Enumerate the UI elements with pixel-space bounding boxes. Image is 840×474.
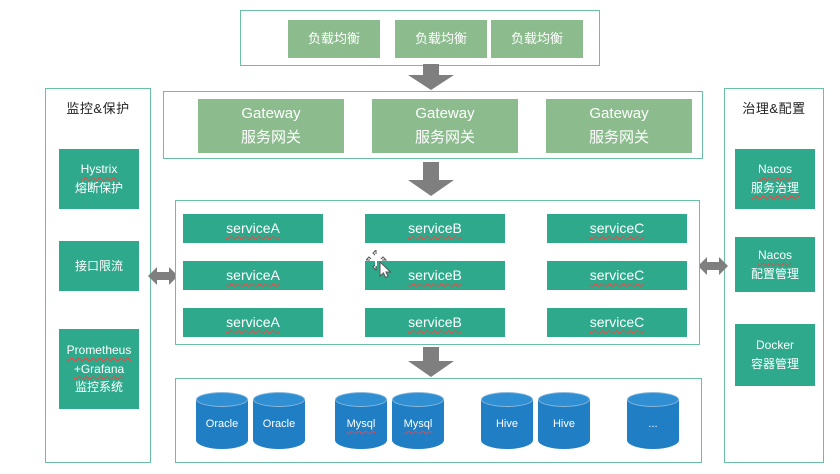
database-cylinder[interactable]: Mysql [392, 392, 444, 450]
service-label: serviceA [226, 266, 280, 283]
governance-panel[interactable]: 治理&配置 Nacos 服务治理 Nacos 配置管理 Docker 容器管理 [724, 88, 824, 463]
gateway-name: Gateway [415, 105, 475, 122]
gateway-node[interactable]: Gateway 服务网关 [546, 99, 692, 153]
prometheus-line2: +Grafana [73, 361, 125, 376]
service-node[interactable]: serviceC [547, 261, 687, 290]
monitoring-panel-title: 监控&保护 [66, 101, 130, 116]
service-label: serviceC [589, 219, 645, 236]
service-label: serviceC [589, 313, 645, 330]
down-arrow-icon[interactable] [408, 347, 454, 377]
database-label: Hive [495, 418, 518, 430]
service-node[interactable]: serviceB [365, 214, 505, 243]
nacos-config-block[interactable]: Nacos 配置管理 [735, 237, 815, 292]
load-balancer-node[interactable]: 负载均衡 [288, 20, 380, 58]
gateway-node[interactable]: Gateway 服务网关 [198, 99, 344, 153]
gateway-node[interactable]: Gateway 服务网关 [372, 99, 518, 153]
database-label: Oracle [262, 418, 296, 430]
docker-line2: 容器管理 [750, 357, 799, 371]
load-balancer-node[interactable]: 负载均衡 [395, 20, 487, 58]
service-node[interactable]: serviceC [547, 308, 687, 337]
service-label: serviceB [408, 219, 462, 236]
load-balancer-label: 负载均衡 [307, 31, 360, 47]
nacos-governance-line2: 服务治理 [750, 181, 799, 195]
service-label: serviceB [408, 266, 462, 283]
docker-block[interactable]: Docker 容器管理 [735, 324, 815, 386]
database-group-box[interactable]: Oracle Oracle Mysql Mysql Hive Hive [175, 378, 702, 463]
docker-line1: Docker [755, 338, 794, 353]
service-label: serviceC [589, 266, 645, 283]
hystrix-line1: Hystrix [80, 162, 118, 177]
database-cylinder[interactable]: Mysql [335, 392, 387, 450]
hystrix-block[interactable]: Hystrix 熔断保护 [59, 149, 139, 209]
gateway-subtitle: 服务网关 [414, 129, 475, 146]
governance-panel-title: 治理&配置 [742, 101, 806, 116]
database-label: Mysql [346, 418, 376, 430]
service-label: serviceA [226, 313, 280, 330]
down-arrow-icon[interactable] [408, 64, 454, 90]
service-node[interactable]: serviceA [183, 214, 323, 243]
cylinder-body [538, 399, 590, 449]
database-label: Mysql [403, 418, 433, 430]
database-cylinder[interactable]: Oracle [196, 392, 248, 450]
load-balancer-label: 负载均衡 [414, 31, 467, 47]
cylinder-body [335, 399, 387, 449]
service-node[interactable]: serviceB [365, 308, 505, 337]
database-label: Oracle [205, 418, 239, 430]
gateway-group-box[interactable]: Gateway 服务网关 Gateway 服务网关 Gateway 服务网关 [163, 91, 703, 159]
cylinder-top [481, 392, 533, 407]
rate-limit-block[interactable]: 接口限流 [59, 241, 139, 291]
right-double-arrow-icon[interactable] [698, 256, 728, 276]
database-label: Hive [552, 418, 575, 430]
service-node[interactable]: serviceA [183, 308, 323, 337]
database-label: ... [648, 418, 658, 430]
service-node[interactable]: serviceC [547, 214, 687, 243]
left-double-arrow-icon[interactable] [148, 266, 178, 286]
database-cylinder[interactable]: Hive [481, 392, 533, 450]
cylinder-body [481, 399, 533, 449]
service-node[interactable]: serviceB [365, 261, 505, 290]
cylinder-top [253, 392, 305, 407]
nacos-governance-block[interactable]: Nacos 服务治理 [735, 149, 815, 209]
cylinder-top [392, 392, 444, 407]
load-balancer-group-box[interactable]: 负载均衡 负载均衡 负载均衡 [240, 10, 600, 66]
service-label: serviceB [408, 313, 462, 330]
cylinder-top [335, 392, 387, 407]
cylinder-top [538, 392, 590, 407]
database-cylinder[interactable]: ... [627, 392, 679, 450]
load-balancer-node[interactable]: 负载均衡 [491, 20, 583, 58]
gateway-name: Gateway [589, 105, 649, 122]
gateway-name: Gateway [241, 105, 301, 122]
prometheus-line3: 监控系统 [74, 380, 123, 395]
service-label: serviceA [226, 219, 280, 236]
gateway-subtitle: 服务网关 [588, 129, 649, 146]
hystrix-line2: 熔断保护 [74, 181, 123, 195]
services-group-box[interactable]: serviceA serviceB serviceC serviceA serv… [175, 200, 700, 345]
down-arrow-icon[interactable] [408, 162, 454, 196]
cylinder-top [196, 392, 248, 407]
monitoring-panel[interactable]: 监控&保护 Hystrix 熔断保护 接口限流 Prometheus +Graf… [45, 88, 151, 463]
nacos-governance-line1: Nacos [757, 162, 792, 177]
cylinder-body [627, 399, 679, 449]
service-node[interactable]: serviceA [183, 261, 323, 290]
rate-limit-label: 接口限流 [74, 258, 123, 273]
prometheus-block[interactable]: Prometheus +Grafana 监控系统 [59, 329, 139, 409]
database-cylinder[interactable]: Hive [538, 392, 590, 450]
gateway-subtitle: 服务网关 [240, 129, 301, 146]
nacos-config-line2: 配置管理 [750, 266, 799, 281]
load-balancer-label: 负载均衡 [510, 31, 563, 47]
database-cylinder[interactable]: Oracle [253, 392, 305, 450]
cylinder-body [392, 399, 444, 449]
cylinder-body [196, 399, 248, 449]
nacos-config-line1: Nacos [757, 247, 792, 262]
prometheus-line1: Prometheus [66, 343, 132, 358]
cylinder-top [627, 392, 679, 407]
cylinder-body [253, 399, 305, 449]
